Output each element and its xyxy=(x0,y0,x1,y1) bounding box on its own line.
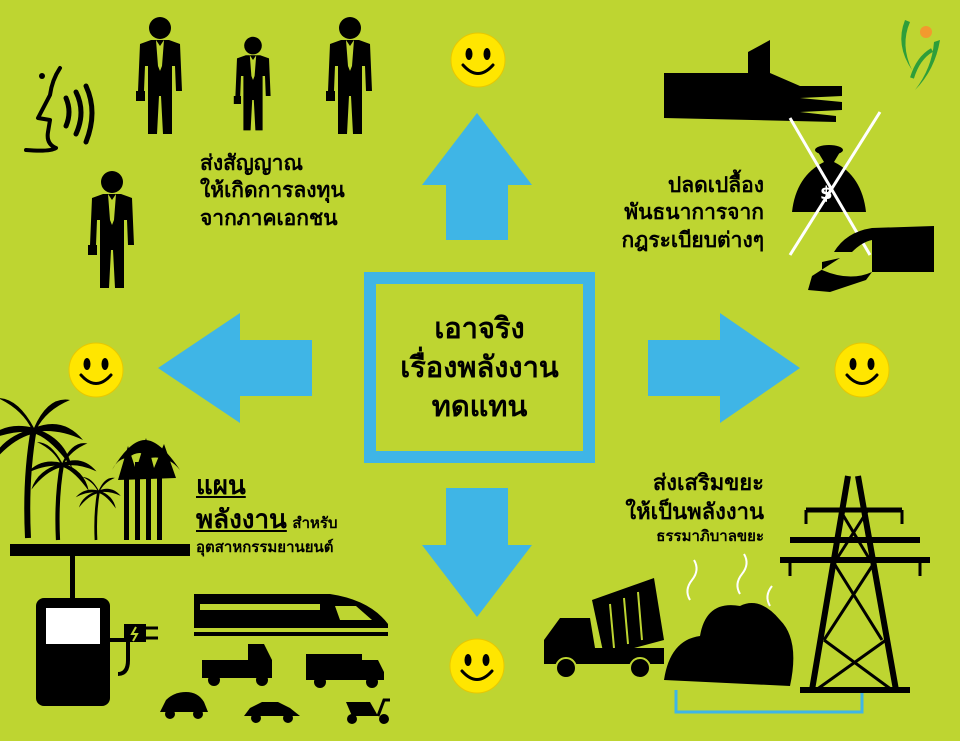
arrow-down-icon xyxy=(422,488,532,617)
businessman-icon xyxy=(136,17,182,134)
top-right-line: ปลดเปลื้อง xyxy=(667,173,764,197)
businessman-icon xyxy=(233,36,271,131)
car-icon xyxy=(160,692,208,719)
smiley-icon xyxy=(833,341,891,399)
truck-icon xyxy=(306,654,384,688)
hand-icon xyxy=(808,226,934,292)
scooter-icon xyxy=(346,698,390,724)
ground-bar xyxy=(10,544,190,556)
train-icon xyxy=(194,594,388,636)
bottom-right-caption: ส่งเสริมขยะ ให้เป็นพลังงาน ธรรมาภิบาลขยะ xyxy=(625,470,764,547)
top-left-line: ส่งสัญญาณ xyxy=(200,151,303,175)
center-line: ทดแทน xyxy=(431,389,528,424)
cross-line xyxy=(788,111,882,256)
speaking-head-icon xyxy=(24,66,95,153)
top-left-line: ให้เกิดการลงทุน xyxy=(200,178,345,203)
bottom-left-heading: พลังงาน xyxy=(196,504,287,535)
top-right-caption: ปลดเปลื้อง พันธนาการจาก กฎระเบียบต่างๆ xyxy=(622,172,764,254)
businessman-icon xyxy=(326,17,372,134)
bottom-right-line: ส่งเสริมขยะ xyxy=(652,471,764,496)
charging-station-icon xyxy=(36,598,158,706)
smiley-icon xyxy=(449,31,507,89)
bottom-left-heading: แผน xyxy=(196,471,246,501)
cross-line xyxy=(788,117,872,256)
hand-icon xyxy=(664,40,842,122)
smiley-icon xyxy=(67,341,125,399)
top-right-line: กฎระเบียบต่างๆ xyxy=(621,227,764,252)
logo-icon xyxy=(901,20,940,90)
center-line: เอาจริง xyxy=(434,310,525,345)
car-icon xyxy=(244,702,300,723)
center-line: เรื่องพลังงาน xyxy=(400,349,559,384)
dump-truck-icon xyxy=(544,578,664,679)
dollar-sign: $ xyxy=(820,183,833,204)
palm-tree-icon xyxy=(74,475,123,542)
smiley-icon xyxy=(448,637,506,695)
businessman-icon xyxy=(88,171,134,288)
center-box: เอาจริง เรื่องพลังงาน ทดแทน xyxy=(364,272,595,463)
bottom-left-small: สำหรับ xyxy=(292,513,338,532)
arrow-left-icon xyxy=(158,313,312,423)
garbage-pile-icon xyxy=(664,553,864,714)
bottom-right-sub: ธรรมาภิบาลขยะ xyxy=(656,527,764,546)
arrow-up-icon xyxy=(422,113,532,240)
bottom-right-line: ให้เป็นพลังงาน xyxy=(625,499,764,525)
top-left-caption: ส่งสัญญาณ ให้เกิดการลงทุน จากภาคเอกชน xyxy=(200,150,345,232)
arrow-right-icon xyxy=(648,313,800,423)
top-right-line: พันธนาการจาก xyxy=(624,200,764,225)
top-left-line: จากภาคเอกชน xyxy=(200,205,338,230)
transmission-tower-icon xyxy=(780,475,930,693)
bottom-left-sub: อุตสาหกรรมยานยนต์ xyxy=(196,537,334,556)
truck-icon xyxy=(202,644,272,686)
bottom-left-caption: แผน พลังงาน สำหรับ อุตสาหกรรมยานยนต์ xyxy=(196,470,337,557)
palm-tree-icon xyxy=(112,438,180,540)
